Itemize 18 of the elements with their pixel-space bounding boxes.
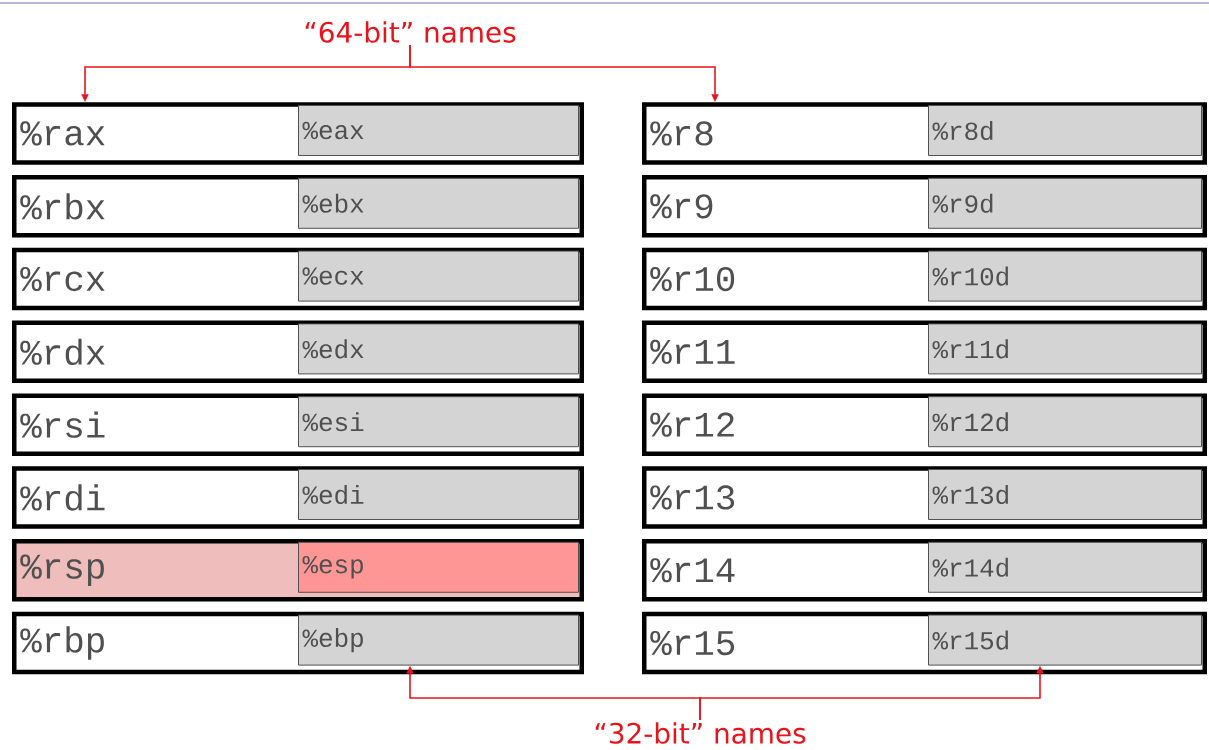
bracket-label: “32-bit” names xyxy=(595,722,806,744)
sub-register-box: %edi xyxy=(298,469,579,520)
sub-register-box: %esp xyxy=(298,541,579,593)
sub-register-box: %ebx xyxy=(298,177,579,229)
sub-register-box: %edx xyxy=(298,323,579,375)
sub-register-box: %r14d xyxy=(928,541,1202,593)
sub-register-box: %ebp xyxy=(298,614,579,666)
sub-register-box: %r15d xyxy=(928,614,1202,666)
sub-register-box: %r9d xyxy=(928,177,1202,229)
sub-register-box: %r8d xyxy=(928,105,1202,156)
sub-register-box: %r11d xyxy=(928,323,1202,375)
sub-register-box: %r10d xyxy=(928,250,1202,302)
sub-register-box: %eax xyxy=(298,105,579,156)
sub-register-box: %ecx xyxy=(298,250,579,302)
sub-register-box: %r12d xyxy=(928,396,1202,448)
bracket-label: “64-bit” names xyxy=(305,21,516,43)
sub-register-box: %esi xyxy=(298,396,579,448)
sub-register-box: %r13d xyxy=(928,469,1202,520)
